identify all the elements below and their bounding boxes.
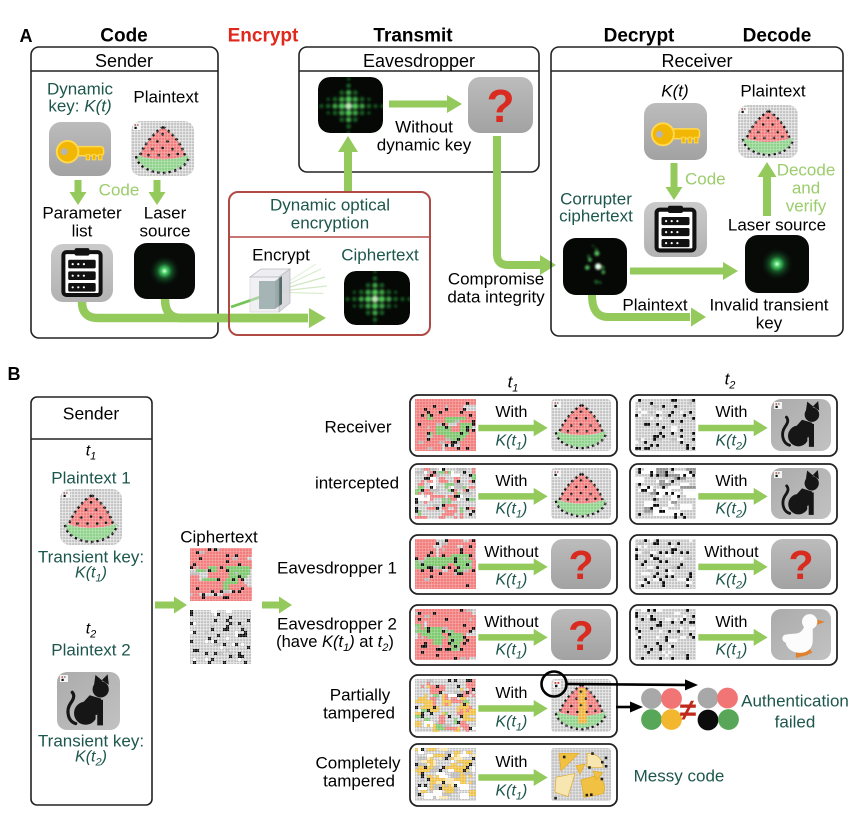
svg-text:?: ? [568,542,593,588]
svg-text:?: ? [788,542,813,588]
svg-text:?: ? [486,80,514,132]
svg-text:?: ? [568,612,594,659]
